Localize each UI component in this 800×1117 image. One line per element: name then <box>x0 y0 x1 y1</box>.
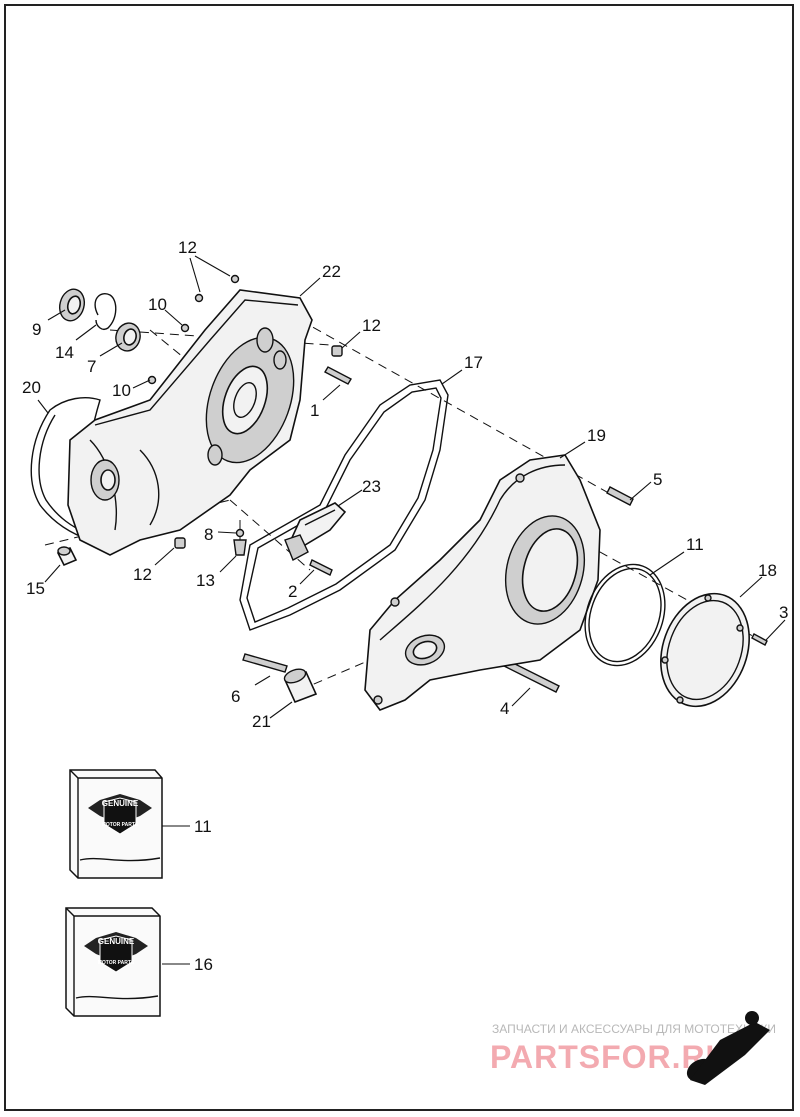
callout-kit-11: 11 <box>194 817 212 836</box>
callout-18: 18 <box>758 561 777 580</box>
callout-12b: 12 <box>362 316 381 335</box>
o-ring-11 <box>584 563 666 667</box>
logo-genuine-text-16: GENUINE <box>98 937 135 946</box>
callout-10b: 10 <box>112 381 131 400</box>
genuine-logo-icon: GENUINE MOTOR PARTS <box>84 932 148 973</box>
motorcycle-rider-icon <box>686 1011 770 1085</box>
callout-numbers: 12 22 10 12 9 14 7 20 10 1 17 19 5 23 8 … <box>22 238 788 974</box>
callout-12c: 12 <box>133 565 152 584</box>
callout-6: 6 <box>231 687 240 706</box>
spacer-21 <box>283 668 318 704</box>
kit-box-11: GENUINE MOTOR PARTS <box>69 769 163 879</box>
callout-4: 4 <box>500 699 509 718</box>
callout-14: 14 <box>55 343 74 362</box>
logo-genuine-text-11: GENUINE <box>102 799 139 808</box>
diagram-frame <box>4 4 794 1111</box>
watermark-tagline: ЗАПЧАСТИ И АКСЕССУАРЫ ДЛЯ МОТОТЕХНИКИ <box>492 1022 776 1036</box>
callout-kit-16: 16 <box>194 955 213 974</box>
logo-motor-parts-text-16: MOTOR PARTS <box>98 960 135 966</box>
watermark: ЗАПЧАСТИ И АКСЕССУАРЫ ДЛЯ МОТОТЕХНИКИ PA… <box>490 1011 776 1085</box>
genuine-logo-icon: GENUINE MOTOR PARTS <box>88 794 152 835</box>
outer-primary-cover-19 <box>364 454 601 711</box>
callout-1: 1 <box>310 401 319 420</box>
fasteners <box>147 274 768 693</box>
callout-20: 20 <box>22 378 41 397</box>
callout-11a: 11 <box>686 535 704 554</box>
retaining-ring-14 <box>94 293 117 330</box>
bearing-7 <box>115 322 141 352</box>
callout-15: 15 <box>26 579 45 598</box>
callout-21: 21 <box>252 712 271 731</box>
callout-23: 23 <box>362 477 381 496</box>
callout-10a: 10 <box>148 295 167 314</box>
callout-19: 19 <box>587 426 606 445</box>
callout-22: 22 <box>322 262 341 281</box>
inner-primary-housing-22 <box>67 289 313 556</box>
callout-2: 2 <box>288 582 297 601</box>
gasket-17 <box>239 379 449 631</box>
seal-9 <box>58 288 86 322</box>
logo-motor-parts-text-11: MOTOR PARTS <box>102 822 139 828</box>
callout-13: 13 <box>196 571 215 590</box>
kit-box-16: GENUINE MOTOR PARTS <box>65 907 161 1017</box>
callout-9: 9 <box>32 320 41 339</box>
tensioner-23 <box>284 502 347 561</box>
dowel-15 <box>56 546 78 567</box>
callout-8: 8 <box>204 525 213 544</box>
leader-lines <box>37 255 786 965</box>
callout-7: 7 <box>87 357 96 376</box>
callout-17: 17 <box>464 353 483 372</box>
callout-12a: 12 <box>178 238 197 257</box>
derby-cover-18 <box>660 592 750 708</box>
callout-3: 3 <box>779 603 788 622</box>
callout-5: 5 <box>653 470 662 489</box>
